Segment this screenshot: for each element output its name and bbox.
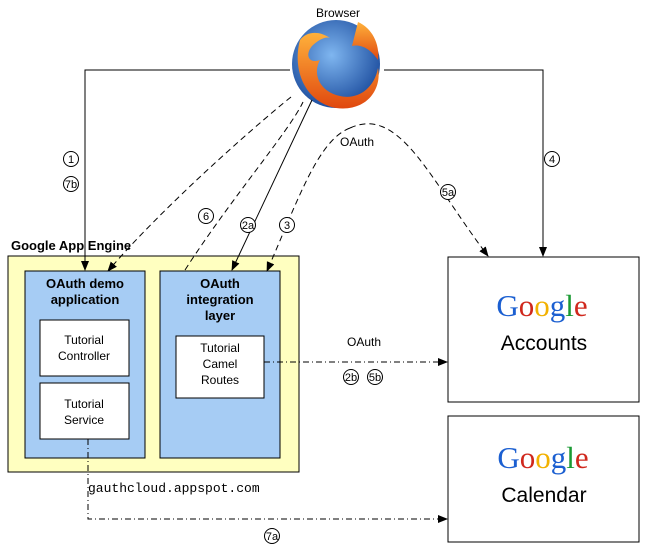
tutorial-service-box	[39, 382, 130, 440]
demo-app-title-line1: OAuth demo	[46, 276, 124, 291]
svg-text:7a: 7a	[266, 531, 279, 543]
app-host-label: gauthcloud.appspot.com	[88, 481, 260, 496]
step-marker-7a: 7a	[264, 528, 280, 544]
svg-text:6: 6	[203, 211, 209, 223]
svg-text:5b: 5b	[369, 372, 381, 384]
step-marker-5b: 5b	[367, 369, 383, 385]
integration-title-line2: integration	[186, 292, 253, 307]
svg-text:7b: 7b	[65, 179, 77, 191]
accounts-label: Accounts	[501, 332, 587, 355]
app-engine-title: Google App Engine	[11, 238, 131, 253]
svg-text:5a: 5a	[442, 187, 455, 199]
svg-text:2b: 2b	[345, 372, 357, 384]
demo-app-title-line2: application	[51, 292, 120, 307]
calendar-label: Calendar	[501, 484, 586, 507]
step-marker-6: 6	[198, 208, 214, 224]
firefox-logo-icon	[292, 20, 380, 109]
google-accounts-logo: Google	[496, 288, 587, 323]
tutorial-controller-box	[39, 319, 130, 377]
arrow-integration-to-browser	[184, 101, 304, 271]
routes-label-line3: Routes	[201, 373, 239, 387]
step-marker-2a: 2a	[240, 217, 256, 233]
service-label-line1: Tutorial	[64, 397, 104, 411]
step-marker-2b: 2b	[343, 369, 359, 385]
integration-title-line1: OAuth	[200, 276, 240, 291]
step-marker-4: 4	[544, 151, 560, 167]
google-accounts-box	[447, 256, 640, 403]
service-label-line2: Service	[64, 413, 104, 427]
arrow-browser-to-accounts	[384, 69, 547, 257]
oauth-label-middle: OAuth	[347, 335, 381, 349]
arrow-step3-to-integration	[266, 127, 351, 272]
google-calendar-logo: Google	[497, 440, 588, 475]
step-marker-1: 1	[63, 151, 79, 167]
arrow-browser-to-demo-app	[81, 69, 290, 271]
svg-text:4: 4	[549, 154, 555, 166]
arrow-step6-to-demo-app	[107, 96, 292, 272]
arrow-service-to-calendar	[87, 439, 448, 523]
svg-text:1: 1	[68, 154, 74, 166]
integration-title-line3: layer	[205, 308, 235, 323]
svg-text:3: 3	[284, 220, 290, 232]
tutorial-camel-routes-box	[175, 335, 265, 399]
arrow-browser-to-integration	[231, 99, 313, 271]
controller-label-line1: Tutorial	[64, 333, 104, 347]
oauth-label-top: OAuth	[340, 135, 374, 149]
controller-label-line2: Controller	[58, 349, 110, 363]
svg-text:2a: 2a	[242, 220, 255, 232]
google-calendar-box	[447, 415, 640, 543]
browser-label: Browser	[316, 6, 360, 20]
step-marker-3: 3	[279, 217, 295, 233]
routes-label-line1: Tutorial	[200, 341, 240, 355]
routes-label-line2: Camel	[203, 357, 238, 371]
step-marker-5a: 5a	[440, 184, 456, 200]
step-marker-7b: 7b	[63, 176, 79, 192]
